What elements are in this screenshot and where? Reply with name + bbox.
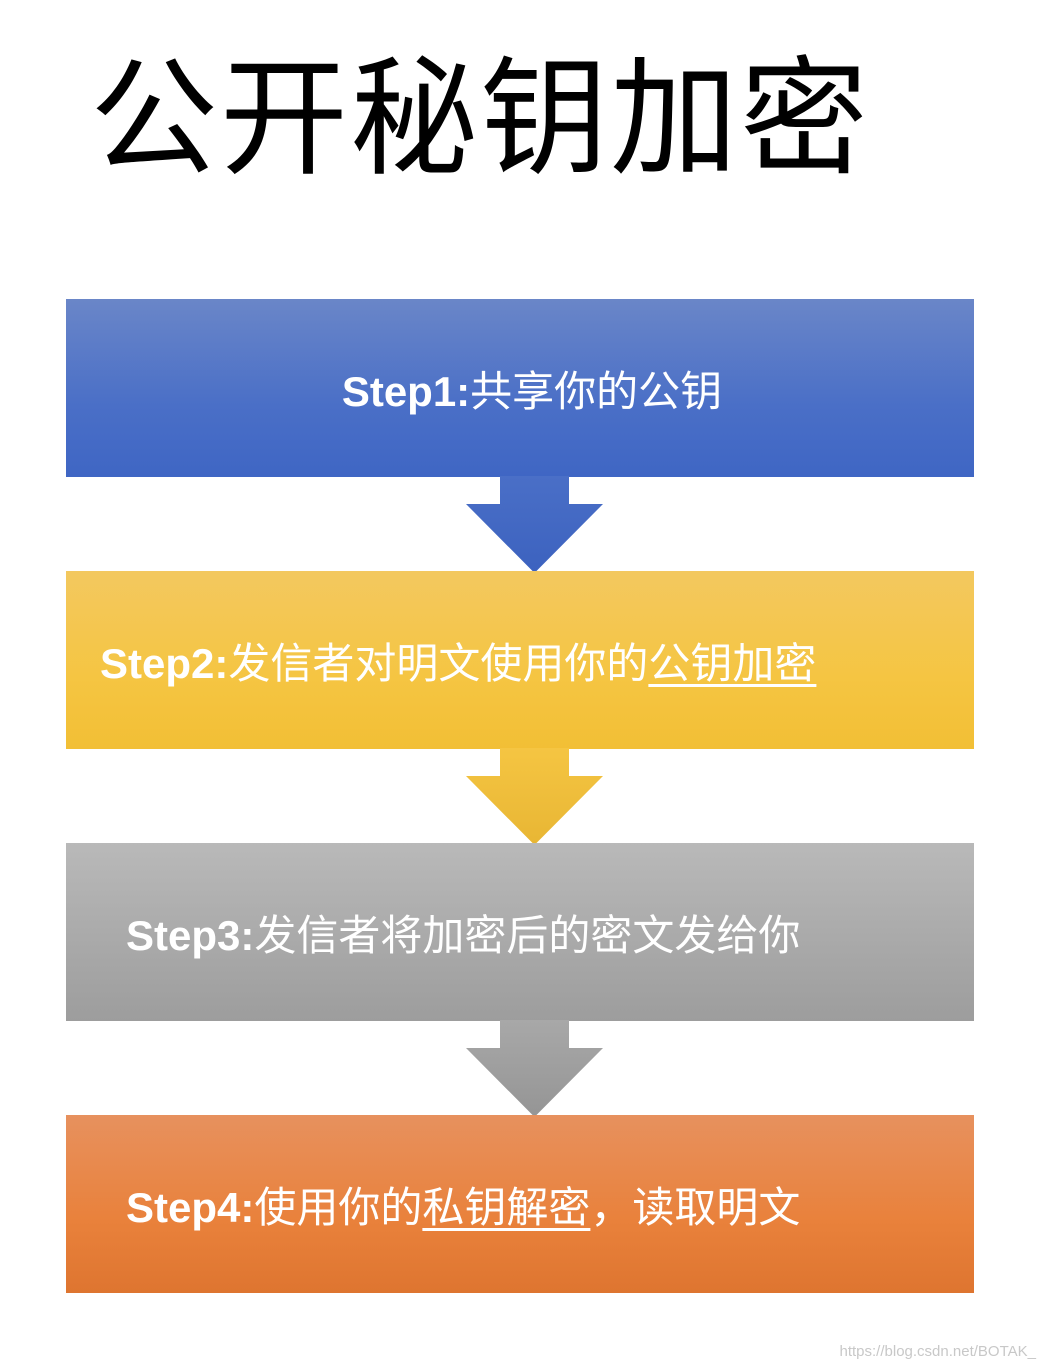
step-3-label: Step3: — [126, 911, 255, 959]
step-3-text: Step3:发信者将加密后的密文发给你 — [126, 902, 800, 963]
step-3-description: 发信者将加密后的密文发给你 — [254, 910, 801, 960]
step-4-description: 使用你的 — [254, 1182, 423, 1232]
step-1-description: 共享你的公钥 — [470, 366, 723, 416]
step-2-description: 发信者对明文使用你的 — [228, 638, 649, 688]
step-2-box: Step2:发信者对明文使用你的公钥加密 — [66, 571, 974, 749]
step-2-label: Step2: — [100, 639, 229, 687]
down-arrow-icon — [466, 748, 603, 845]
step-4-emphasis: 私钥解密 — [422, 1182, 591, 1232]
step-3-box: Step3:发信者将加密后的密文发给你 — [66, 843, 974, 1021]
step-2-emphasis: 公钥加密 — [648, 638, 817, 688]
down-arrow-icon — [466, 476, 603, 573]
step-2-text: Step2:发信者对明文使用你的公钥加密 — [100, 630, 816, 691]
step-1-label: Step1: — [341, 367, 471, 415]
page-title: 公开秘钥加密 — [90, 45, 871, 194]
down-arrow-icon — [466, 1020, 603, 1117]
step-1-box: Step1:共享你的公钥 — [66, 299, 974, 477]
step-4-text: Step4:使用你的私钥解密，读取明文 — [126, 1174, 800, 1235]
step-1-text: Step1:共享你的公钥 — [342, 358, 722, 419]
step-4-description-tail: ，读取明文 — [590, 1182, 801, 1232]
step-4-box: Step4:使用你的私钥解密，读取明文 — [66, 1115, 974, 1293]
step-4-label: Step4: — [126, 1183, 255, 1231]
watermark: https://blog.csdn.net/BOTAK_ — [839, 1343, 1037, 1360]
